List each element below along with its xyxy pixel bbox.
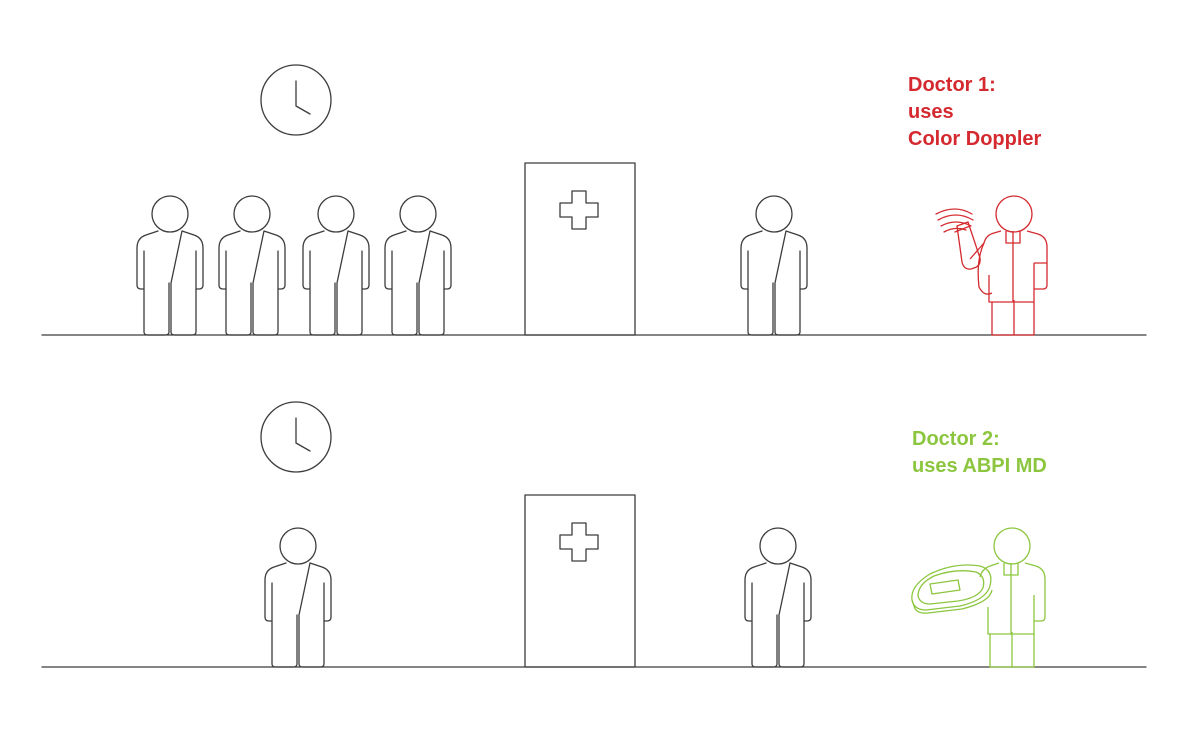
doctor-icon [979,527,1046,668]
doctor-1-label-line: uses [908,101,954,123]
patient-icon [740,195,808,336]
doctor-icon [969,195,1048,336]
patient-icon [136,195,204,336]
doctor-2-label: Doctor 2: uses ABPI MD [912,426,1047,480]
clinic-door-icon [524,494,636,668]
patient-icon [744,527,812,668]
doctor-1-label-line: Doctor 1: [908,74,996,96]
patient-icon [218,195,286,336]
clinic-door-icon [524,162,636,336]
color-doppler-probe-icon [935,208,981,270]
doctor-1-label-line: Color Doppler [908,128,1042,150]
doctor-2-label-line: uses ABPI MD [912,455,1047,477]
patient-icon [384,195,452,336]
clock-icon [260,401,332,473]
doctor-1-label: Doctor 1: uses Color Doppler [908,72,1041,153]
patient-icon [264,527,332,668]
clock-icon [260,64,332,136]
abpi-md-device-icon [911,564,993,614]
patient-icon [302,195,370,336]
doctor-2-label-line: Doctor 2: [912,428,1000,450]
